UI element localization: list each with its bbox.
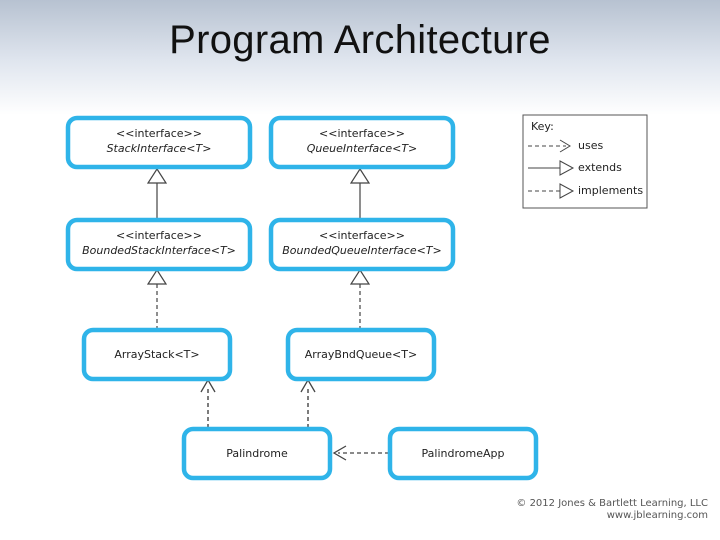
queue-interface-name: QueueInterface<T>: [307, 142, 418, 155]
legend-uses: uses: [528, 139, 603, 153]
copyright-notice: © 2012 Jones & Bartlett Learning, LLC ww…: [470, 498, 708, 522]
palindrome-app-node: PalindromeApp: [387, 426, 539, 481]
bounded-queue-interface-name: BoundedQueueInterface<T>: [282, 244, 442, 257]
array-stack-node: ArrayStack<T>: [81, 327, 233, 382]
legend-extends: extends: [528, 160, 622, 176]
extends-connector: [146, 167, 168, 220]
bounded-queue-interface-node: <<interface>> BoundedQueueInterface<T>: [268, 217, 456, 272]
stack-interface-name: StackInterface<T>: [107, 142, 212, 155]
slide-title: Program Architecture: [169, 18, 551, 62]
copyright-url: www.jblearning.com: [606, 510, 708, 521]
extends-connector: [349, 167, 371, 220]
queue-interface-stereotype: <<interface>>: [319, 127, 405, 140]
array-stack-name: ArrayStack<T>: [114, 348, 199, 361]
stack-interface-node: <<interface>> StackInterface<T>: [65, 115, 253, 170]
implements-connector: [146, 268, 168, 330]
uses-connector: [332, 445, 389, 461]
array-bnd-queue-name: ArrayBndQueue<T>: [305, 348, 417, 361]
legend-implements: implements: [528, 183, 643, 199]
bounded-stack-interface-node: <<interface>> BoundedStackInterface<T>: [65, 217, 253, 272]
legend-implements-label: implements: [578, 184, 643, 197]
implements-connector: [349, 268, 371, 330]
legend-uses-label: uses: [578, 139, 603, 152]
uses-connector: [200, 378, 216, 428]
legend-extends-label: extends: [578, 161, 622, 174]
palindrome-name: Palindrome: [226, 447, 288, 460]
bounded-stack-interface-name: BoundedStackInterface<T>: [82, 244, 236, 257]
uses-connector: [300, 378, 316, 428]
bounded-queue-interface-stereotype: <<interface>>: [319, 229, 405, 242]
bounded-stack-interface-stereotype: <<interface>>: [116, 229, 202, 242]
palindrome-app-name: PalindromeApp: [422, 447, 505, 460]
array-bnd-queue-node: ArrayBndQueue<T>: [285, 327, 437, 382]
legend-title: Key:: [531, 120, 554, 133]
legend: Key: uses extends implements: [522, 114, 648, 209]
queue-interface-node: <<interface>> QueueInterface<T>: [268, 115, 456, 170]
copyright-text: © 2012 Jones & Bartlett Learning, LLC: [516, 498, 708, 509]
stack-interface-stereotype: <<interface>>: [116, 127, 202, 140]
palindrome-node: Palindrome: [181, 426, 333, 481]
